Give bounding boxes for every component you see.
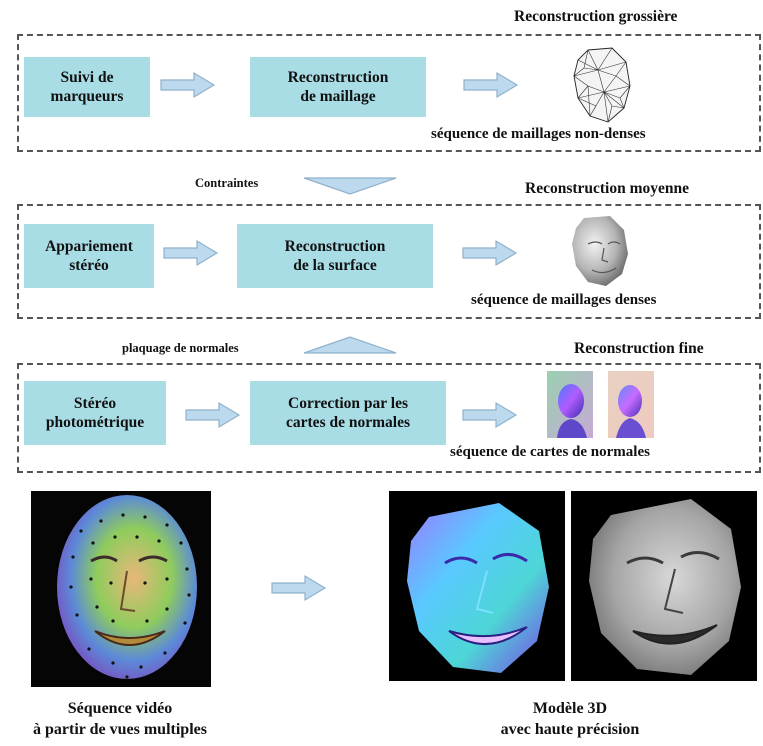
output-model-caption: Modèle 3D avec haute précision [500, 700, 640, 738]
coarse-result-caption: séquence de maillages non-denses [431, 126, 646, 142]
normal-map-thumbnail-2 [608, 371, 654, 438]
arrow-icon [463, 71, 519, 99]
input-video-frame-image [31, 491, 211, 687]
medium-result-caption: séquence de maillages denses [471, 292, 657, 308]
arrow-icon [185, 401, 241, 429]
arrow-icon [271, 574, 327, 602]
step-photometric-stereo: Stéréo photométrique [24, 381, 166, 445]
stage-coarse-title: Reconstruction grossière [514, 8, 678, 25]
stage-fine-title: Reconstruction fine [574, 340, 704, 357]
normal-mapping-label: plaquage de normales [122, 341, 239, 355]
step-stereo-matching: Appariement stéréo [24, 224, 154, 288]
stage-medium-frame [17, 204, 761, 319]
step-surface-reconstruction: Reconstruction de la surface [237, 224, 433, 288]
constraints-label: Contraintes [195, 176, 259, 190]
arrow-icon [163, 239, 219, 267]
stage-coarse-frame [17, 34, 761, 152]
stage-medium-title: Reconstruction moyenne [525, 180, 690, 197]
normal-map-thumbnail-1 [547, 371, 593, 438]
arrow-icon [160, 71, 216, 99]
step-marker-tracking: Suivi de marqueurs [24, 57, 150, 117]
input-video-caption: Séquence vidéo à partir de vues multiple… [33, 700, 207, 738]
dense-mesh-image [572, 216, 628, 286]
output-normal-model-image [389, 491, 565, 681]
step-normal-map-correction: Correction par les cartes de normales [250, 381, 446, 445]
wireframe-mesh-image [573, 47, 631, 123]
step-mesh-reconstruction: Reconstruction de maillage [250, 57, 426, 117]
stage-fine-frame [17, 363, 761, 473]
fine-result-caption: séquence de cartes de normales [450, 444, 650, 460]
output-shaded-model-image [571, 491, 757, 681]
down-arrow-icon [303, 177, 397, 195]
up-arrow-icon [303, 336, 397, 354]
arrow-icon [462, 239, 518, 267]
arrow-icon [462, 401, 518, 429]
